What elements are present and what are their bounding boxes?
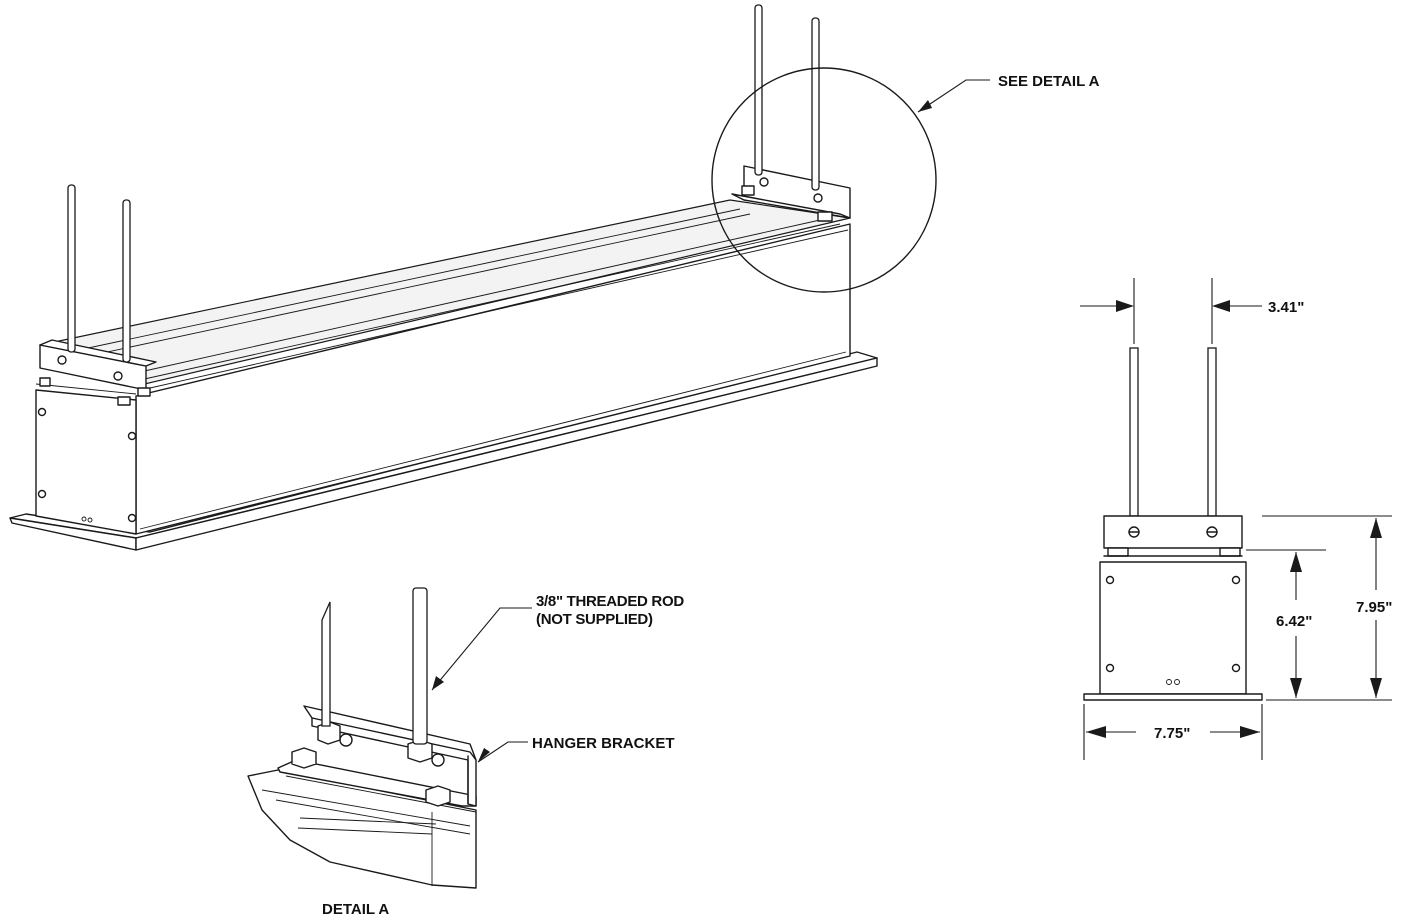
right-threaded-rod-1: [754, 4, 763, 176]
elevation-flange: [1083, 693, 1263, 701]
left-threaded-rod-1: [67, 184, 76, 353]
elevation-bracket: [1103, 515, 1243, 549]
detail-threaded-rod-cut: [321, 601, 331, 727]
detail-a-title: DETAIL A: [322, 901, 389, 918]
elevation-rod-right: [1207, 347, 1217, 517]
housing-end-panel: [35, 389, 137, 535]
hanger-bracket-label: HANGER BRACKET: [532, 735, 675, 752]
right-threaded-rod-2: [811, 17, 820, 191]
hanger-bracket-leader: [477, 741, 528, 763]
see-detail-leader: [917, 79, 990, 113]
isometric-housing-view: SEE DETAIL A: [9, 4, 1100, 551]
width-dimension: 7.75": [1154, 725, 1190, 742]
end-elevation-view: 3.41" 7.95" 6.42" 7.75": [1080, 278, 1392, 760]
detail-a-callout-circle: [711, 67, 937, 293]
elevation-rod-left: [1129, 347, 1139, 517]
detail-a-view: 3/8" THREADED ROD (NOT SUPPLIED) HANGER …: [247, 587, 685, 918]
box-height-dimension: 6.42": [1276, 613, 1312, 630]
elevation-housing-box: [1099, 561, 1247, 695]
left-threaded-rod-2: [122, 199, 131, 363]
threaded-rod-leader: [431, 607, 532, 691]
threaded-rod-label: 3/8" THREADED ROD: [536, 593, 684, 610]
rod-spacing-dimension: 3.41": [1268, 299, 1304, 316]
overall-height-dimension: 7.95": [1356, 599, 1392, 616]
detail-threaded-rod: [412, 587, 428, 745]
see-detail-label: SEE DETAIL A: [998, 73, 1100, 90]
threaded-rod-note: (NOT SUPPLIED): [536, 611, 653, 628]
